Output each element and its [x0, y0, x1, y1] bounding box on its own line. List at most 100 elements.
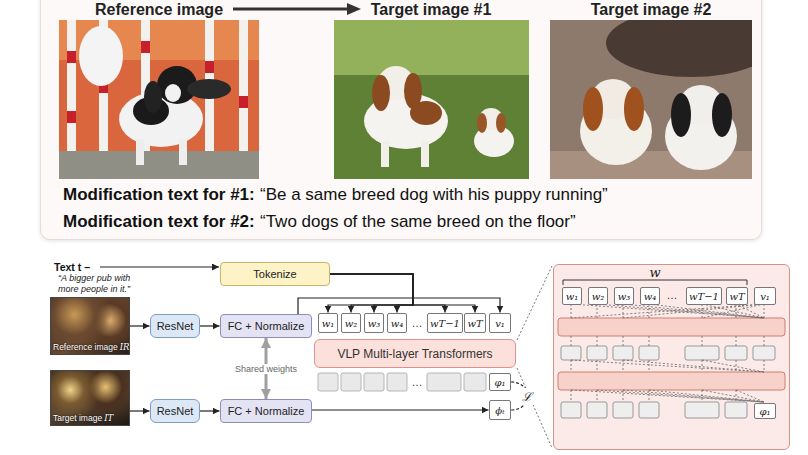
drawing-part [59, 151, 259, 179]
drawing-part [712, 93, 732, 137]
flow-arrow [330, 274, 445, 313]
node-text: Tokenize [253, 268, 296, 280]
drawing-part [725, 402, 747, 418]
node-text: ResNet [157, 405, 194, 417]
ellipsis: … [409, 313, 425, 333]
drawing-part [561, 346, 581, 360]
drawing-part [624, 87, 644, 131]
drawing-part [571, 304, 764, 318]
flow-arrow [330, 274, 413, 313]
output-box: φ₁ [754, 403, 776, 419]
drawing-part [364, 373, 384, 391]
node-text: wT−1 [689, 291, 719, 302]
flow-arrow [328, 274, 413, 313]
node-text: wT [467, 318, 482, 329]
flow-arrow [330, 274, 413, 313]
process-box: Tokenize [220, 262, 330, 286]
drawing-part [334, 20, 529, 179]
ellipsis: … [409, 373, 425, 391]
token-box: w₃ [614, 287, 634, 305]
image-label: IR [120, 342, 130, 352]
token-box: wT [726, 287, 748, 305]
process-box: FC + Normalize [220, 399, 312, 423]
math-symbol: w [649, 266, 660, 280]
node-text: φ₁ [494, 377, 505, 388]
drawing-part [753, 346, 775, 360]
image-node: Target imageIT [50, 370, 130, 426]
image-caption: Target imageIT [53, 413, 113, 423]
shared-weights-label: Shared weights [233, 364, 299, 374]
drawing-part [639, 346, 659, 360]
token-box: wT−1 [686, 287, 722, 305]
drawing-part [517, 368, 552, 448]
flow-arrow [330, 274, 413, 313]
drawing-part [239, 20, 248, 160]
token-box: w₄ [387, 313, 407, 333]
drawing-part [67, 20, 76, 160]
node-text: wT [729, 291, 744, 302]
flow-arrow [130, 325, 150, 326]
node-text: w₄ [391, 318, 404, 329]
token-box: wT [464, 313, 486, 333]
drawing-part [725, 346, 747, 360]
drawing-part [571, 336, 764, 346]
drawing-part [563, 280, 747, 285]
token-box: v₁ [754, 287, 776, 305]
drawing-part [613, 346, 633, 360]
drawing-part [571, 360, 764, 372]
process-box: FC + Normalize [220, 314, 312, 338]
drawing-part [334, 20, 529, 179]
token-box: w₁ [562, 287, 582, 305]
drawing-part [571, 304, 764, 318]
drawing-part [205, 61, 214, 73]
drawing-part [587, 402, 607, 418]
drawing-part [372, 75, 390, 111]
node-text: wT−1 [430, 318, 460, 329]
drawing-part [639, 402, 659, 418]
drawing-part [141, 41, 150, 53]
drawing-part [187, 79, 231, 99]
node-text: ϕₜ [495, 405, 504, 416]
drawing-part [583, 87, 603, 131]
loss-symbol: ℒ [520, 388, 534, 405]
drawing-part [318, 373, 338, 391]
drawing-part [136, 139, 144, 165]
drawing-part [477, 113, 487, 133]
token-box: w₂ [588, 287, 608, 305]
caption-label: Modification text for #1: [63, 185, 255, 205]
drawing-part [561, 346, 775, 418]
image-caption: Reference imageIR [53, 342, 130, 352]
image-heading: Target image #2 [591, 1, 712, 18]
output-box: φ₁ [489, 373, 511, 391]
input-example: “A bigger pub with more people in it.” [58, 273, 150, 295]
node-text: w₄ [644, 291, 657, 302]
drawing-part [587, 346, 607, 360]
zoom-leader-lines [517, 266, 552, 448]
token-box: v₁ [489, 313, 511, 333]
drawing-part [685, 346, 719, 360]
drawing-part [613, 402, 633, 418]
drawing-part [347, 3, 361, 15]
caption-text: “Two dogs of the same breed on the floor… [260, 212, 576, 232]
image-label: IT [104, 413, 113, 423]
node-text: v₁ [495, 318, 505, 329]
drawing-part [67, 111, 76, 123]
drawing-part [59, 20, 259, 179]
input-label: Text t – [54, 261, 90, 273]
flow-arrow [298, 298, 500, 314]
process-box: ResNet [150, 314, 200, 338]
node-text: w₁ [322, 318, 335, 329]
drawing-part [334, 20, 529, 75]
drawing-part [67, 51, 76, 63]
node-text: φ₁ [759, 406, 770, 417]
image-node: Reference imageIR [50, 297, 130, 355]
flow-arrow [200, 325, 220, 326]
image-label: Target image [53, 413, 102, 423]
drawing-part [571, 390, 764, 402]
node-text: ResNet [157, 320, 194, 332]
drawing-part [341, 373, 361, 391]
drawing-part [67, 20, 248, 160]
drawing-part [59, 20, 259, 179]
drawing-part [464, 373, 486, 391]
